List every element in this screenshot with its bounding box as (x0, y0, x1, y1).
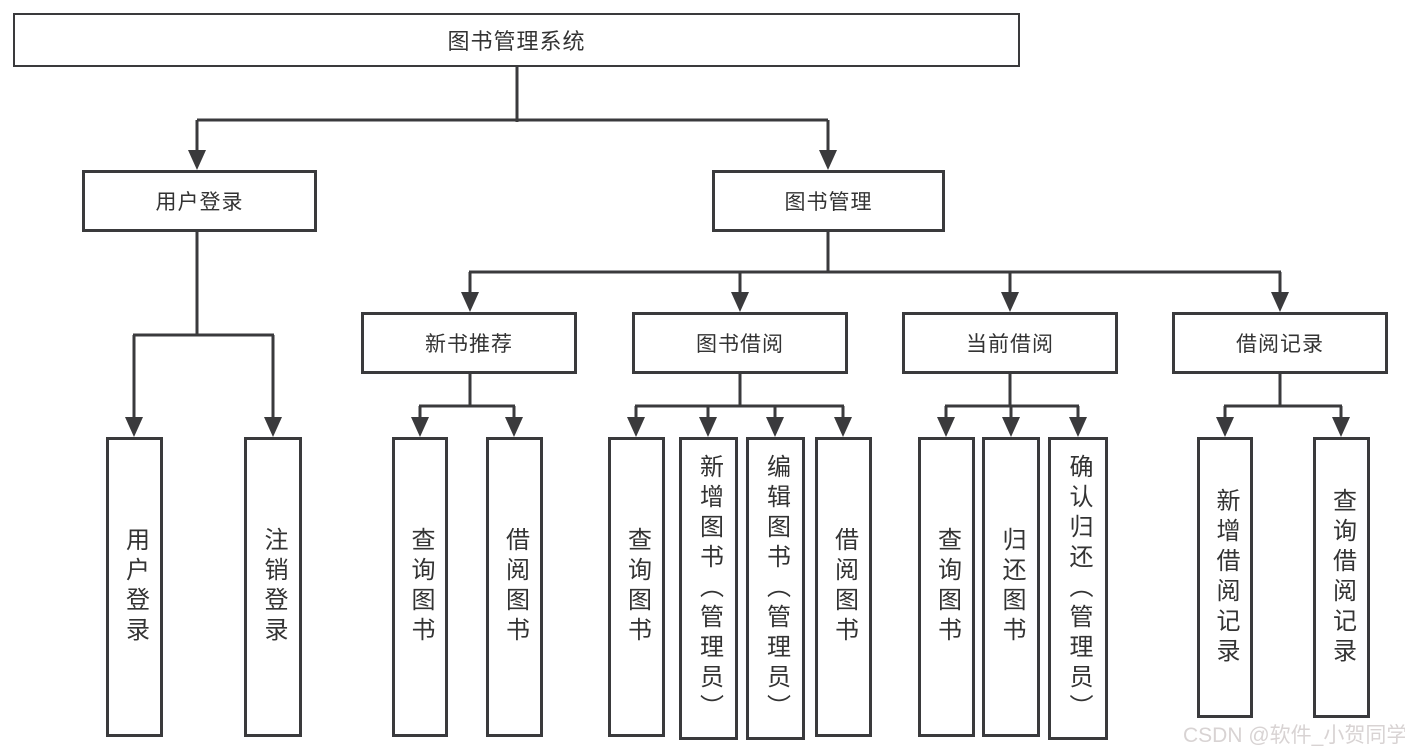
leaf-query-books-borrow: 查询图书 (608, 437, 665, 737)
node-label: 图书借阅 (696, 333, 784, 356)
arrow-down-icon (505, 417, 523, 437)
leaf-label: 查询图书 (407, 527, 434, 647)
leaf-label: 用户登录 (121, 527, 149, 647)
leaf-add-borrow-record: 新增借阅记录 (1197, 437, 1253, 718)
node-label: 借阅记录 (1236, 333, 1324, 356)
node-root-library-system: 图书管理系统 (13, 13, 1020, 67)
arrow-down-icon (1001, 292, 1019, 312)
arrow-down-icon (819, 150, 837, 170)
node-user-login: 用户登录 (82, 170, 317, 232)
arrow-down-icon (461, 292, 479, 312)
arrow-down-icon (125, 417, 143, 437)
arrow-down-icon (699, 417, 717, 437)
arrow-down-icon (834, 417, 852, 437)
leaf-borrow-books: 借阅图书 (815, 437, 872, 737)
leaf-query-books-current: 查询图书 (918, 437, 975, 737)
arrow-down-icon (411, 417, 429, 437)
leaf-return-books: 归还图书 (982, 437, 1040, 737)
node-label: 当前借阅 (966, 333, 1054, 356)
arrow-down-icon (1332, 417, 1350, 437)
arrow-down-icon (264, 417, 282, 437)
node-label: 用户登录 (155, 191, 244, 214)
leaf-label: 编辑图书（管理员） (762, 453, 790, 724)
arrow-down-icon (766, 417, 784, 437)
node-book-management: 图书管理 (712, 170, 945, 232)
leaf-edit-books-admin: 编辑图书（管理员） (746, 437, 805, 740)
leaf-borrow-books-recommend: 借阅图书 (486, 437, 543, 737)
node-current-borrow: 当前借阅 (902, 312, 1118, 374)
leaf-add-books-admin: 新增图书（管理员） (679, 437, 738, 740)
arrow-down-icon (1271, 292, 1289, 312)
leaf-label: 查询借阅记录 (1328, 487, 1356, 668)
node-new-book-recommend: 新书推荐 (361, 312, 577, 374)
leaf-label: 注销登录 (260, 527, 287, 647)
leaf-label: 确认归还（管理员） (1065, 453, 1092, 724)
leaf-label: 查询图书 (623, 527, 651, 647)
leaf-label: 借阅图书 (501, 527, 529, 647)
arrow-down-icon (1216, 417, 1234, 437)
arrow-down-icon (1069, 417, 1087, 437)
node-label: 图书管理系统 (447, 29, 586, 54)
arrow-down-icon (1002, 417, 1020, 437)
node-label: 新书推荐 (425, 333, 513, 356)
leaf-label: 归还图书 (998, 527, 1025, 647)
leaf-logout: 注销登录 (244, 437, 302, 737)
leaf-label: 新增借阅记录 (1212, 487, 1239, 668)
node-label: 图书管理 (784, 191, 873, 214)
arrow-down-icon (731, 292, 749, 312)
leaf-label: 新增图书（管理员） (695, 453, 723, 724)
leaf-user-login: 用户登录 (106, 437, 163, 737)
arrow-down-icon (937, 417, 955, 437)
arrow-down-icon (627, 417, 645, 437)
node-book-borrow: 图书借阅 (632, 312, 848, 374)
leaf-confirm-return-admin: 确认归还（管理员） (1048, 437, 1108, 740)
leaf-label: 借阅图书 (830, 527, 858, 647)
node-borrow-records: 借阅记录 (1172, 312, 1388, 374)
leaf-query-borrow-record: 查询借阅记录 (1313, 437, 1370, 718)
arrow-down-icon (188, 150, 206, 170)
leaf-label: 查询图书 (933, 527, 961, 647)
csdn-watermark: CSDN @软件_小贺同学 (1183, 724, 1405, 747)
leaf-query-books-recommend: 查询图书 (392, 437, 448, 737)
